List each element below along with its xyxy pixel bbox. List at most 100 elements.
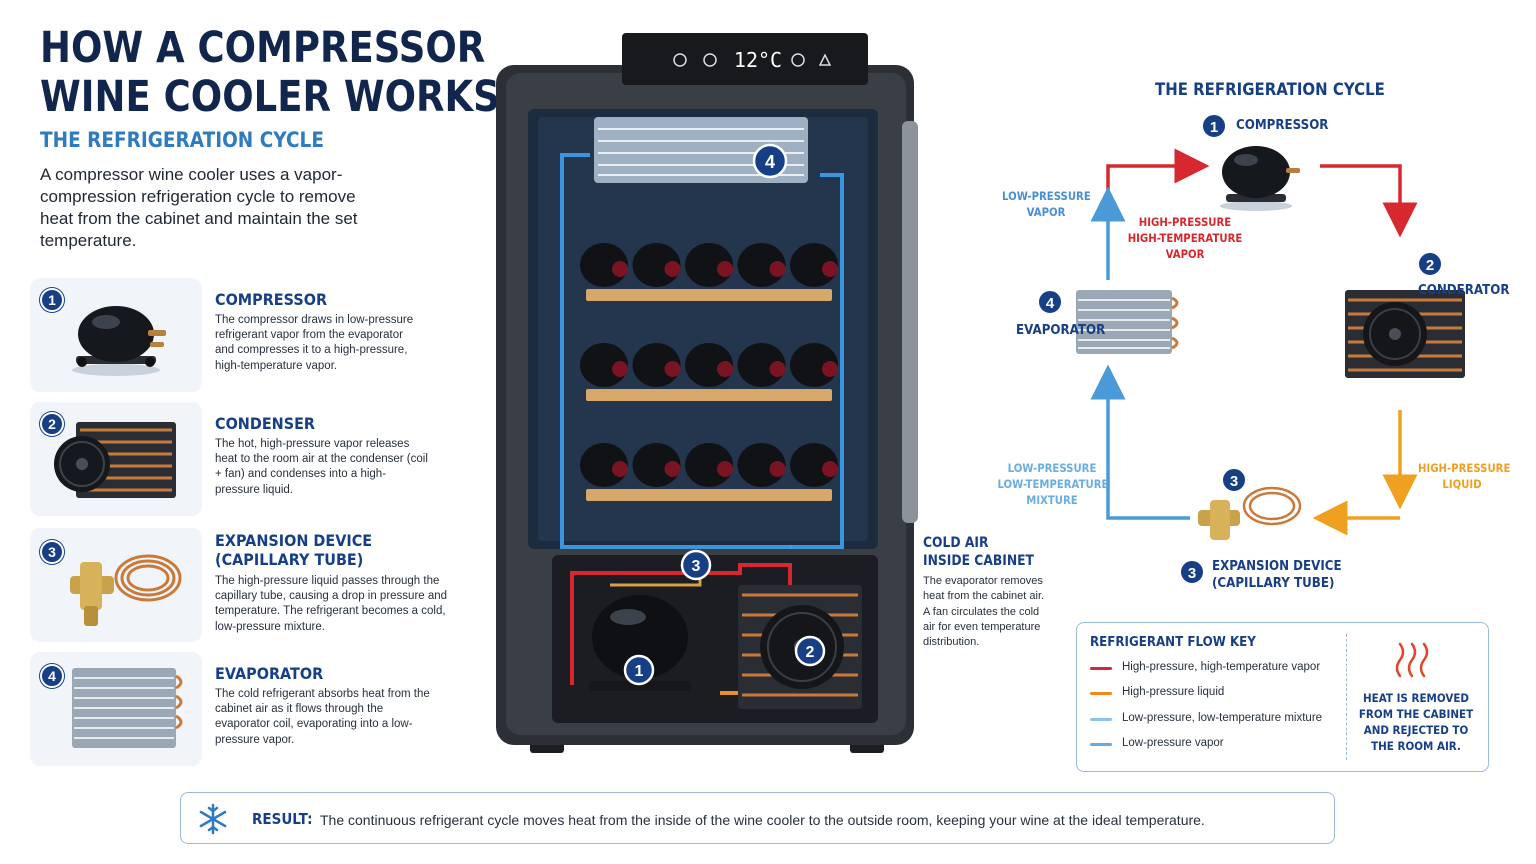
wine-bottle [580, 443, 628, 487]
key-swatch-low-vapor [1090, 743, 1112, 746]
key-divider [1346, 634, 1347, 760]
note-high-liquid-line2: LIQUID [1442, 477, 1482, 491]
page-title: HOW A COMPRESSOR WINE COOLER WORKS [40, 23, 500, 122]
title-line-2: WINE COOLER WORKS [40, 72, 500, 122]
wooden-shelf [586, 489, 832, 501]
arrow-evap-to-compressor [1106, 148, 1210, 198]
wine-bottle [790, 243, 838, 287]
svg-text:4: 4 [1046, 295, 1055, 312]
heat-waves-icon [1395, 642, 1429, 678]
arrow-expansion-to-evaporator [1090, 364, 1190, 520]
result-label: RESULT: [252, 810, 313, 828]
compressor-icon [72, 306, 166, 376]
key-swatch-low-mixture [1090, 718, 1112, 721]
step-title-condenser: CONDENSER [215, 414, 315, 433]
cooler-badge-3: 3 [680, 549, 712, 581]
wine-bottle [632, 343, 681, 387]
wine-bottle [790, 443, 838, 487]
power-icon [673, 53, 687, 67]
step-title-expansion: EXPANSION DEVICE (CAPILLARY TUBE) [215, 531, 372, 569]
step-badge-1: 1 [40, 288, 64, 312]
cycle-badge-2: 2 [1417, 251, 1443, 277]
flow-key-box [1076, 622, 1489, 772]
key-label-low-mixture: Low-pressure, low-temperature mixture [1122, 712, 1323, 724]
step-title-compressor: COMPRESSOR [215, 290, 328, 309]
note-low-vapor-line2: VAPOR [1026, 205, 1066, 219]
wooden-shelf [586, 389, 832, 401]
svg-text:2: 2 [1426, 257, 1434, 274]
note-low-mixture-line3: MIXTURE [1026, 493, 1078, 507]
cycle-title: THE REFRIGERATION CYCLE [1155, 80, 1385, 100]
cycle-evaporator-icon [1076, 290, 1179, 354]
step-badge-4: 4 [40, 664, 64, 688]
cycle-badge-4: 4 [1037, 289, 1063, 315]
cycle-label-expansion: EXPANSION DEVICE (CAPILLARY TUBE) [1212, 558, 1342, 592]
note-high-vapor: HIGH-PRESSURE HIGH-TEMPERATURE VAPOR [1119, 214, 1251, 262]
step-desc-expansion: The high-pressure liquid passes through … [215, 575, 448, 633]
wine-bottle [632, 443, 681, 487]
wine-shelves [580, 243, 838, 501]
step-title-expansion-line2: (CAPILLARY TUBE) [215, 550, 364, 569]
cooler-badge-1: 1 [623, 654, 655, 686]
svg-text:1: 1 [635, 663, 644, 680]
key-label-low-vapor: Low-pressure vapor [1122, 737, 1224, 749]
wine-bottle [737, 443, 786, 487]
step-badge-2: 2 [40, 412, 64, 436]
wine-bottle [632, 243, 681, 287]
svg-text:3: 3 [1188, 565, 1196, 582]
set-icon [791, 53, 805, 67]
wine-bottle [685, 343, 733, 387]
wine-bottle [737, 343, 786, 387]
alarm-icon [818, 53, 832, 66]
result-text: The continuous refrigerant cycle moves h… [320, 812, 1205, 828]
cycle-badge-3-top: 3 [1221, 467, 1247, 493]
svg-text:2: 2 [806, 644, 815, 661]
cycle-badge-3-label: 3 [1179, 559, 1205, 585]
note-low-mixture-line1: LOW-PRESSURE [1007, 461, 1097, 475]
step-badge-3: 3 [40, 540, 64, 564]
cycle-label-compressor: COMPRESSOR [1236, 117, 1329, 133]
note-high-liquid-line1: HIGH-PRESSURE [1418, 461, 1511, 475]
svg-text:3: 3 [1230, 473, 1238, 490]
key-label-high-vapor: High-pressure, high-temperature vapor [1122, 661, 1321, 673]
cycle-compressor-icon [1220, 146, 1300, 211]
svg-text:1: 1 [1210, 119, 1218, 136]
key-swatch-high-vapor [1090, 667, 1112, 670]
cold-air-heading-line2: INSIDE CABINET [923, 553, 1034, 569]
cycle-label-expansion-line2: (CAPILLARY TUBE) [1212, 575, 1335, 591]
cycle-label-evaporator: EVAPORATOR [1016, 322, 1106, 338]
cycle-expansion-icon [1198, 486, 1302, 540]
note-low-vapor: LOW-PRESSURE VAPOR [1002, 188, 1091, 220]
step-card-expansion [30, 528, 202, 642]
result-box [180, 792, 1335, 844]
wine-cooler-illustration: 12°C 1 2 3 [496, 33, 918, 753]
wine-bottle [685, 243, 733, 287]
title-line-1: HOW A COMPRESSOR [40, 23, 486, 73]
page-subtitle: THE REFRIGERATION CYCLE [40, 128, 324, 152]
control-panel [622, 33, 868, 85]
cooler-badge-2: 2 [794, 635, 826, 667]
flow-key-title: REFRIGERANT FLOW KEY [1090, 634, 1256, 650]
cycle-condenser-icon [1345, 290, 1465, 378]
intro-text: A compressor wine cooler uses a vapor-co… [40, 165, 358, 250]
cold-air-heading: COLD AIR INSIDE CABINET [923, 534, 1034, 570]
svg-text:4: 4 [765, 152, 775, 172]
wine-bottle [790, 343, 838, 387]
cooler-badge-4: 4 [752, 143, 788, 179]
condenser-icon [54, 422, 176, 498]
cycle-label-expansion-line1: EXPANSION DEVICE [1212, 558, 1342, 574]
step-title-evaporator: EVAPORATOR [215, 664, 324, 683]
note-low-mixture: LOW-PRESSURE LOW-TEMPERATURE MIXTURE [997, 460, 1108, 508]
step-card-evaporator [30, 652, 202, 766]
note-high-vapor-line1: HIGH-PRESSURE [1138, 215, 1232, 229]
light-icon [703, 53, 717, 67]
temperature-display: 12°C [734, 48, 782, 72]
wine-bottle [580, 243, 628, 287]
wine-bottle [737, 243, 786, 287]
wooden-shelf [586, 289, 832, 301]
arrow-compressor-to-condenser [1320, 164, 1418, 238]
wine-bottle [580, 343, 628, 387]
step-desc-compressor: The compressor draws in low-pressure ref… [215, 314, 414, 372]
cold-air-heading-line1: COLD AIR [923, 535, 989, 551]
cycle-label-condenser: CONDERATOR [1418, 282, 1510, 298]
